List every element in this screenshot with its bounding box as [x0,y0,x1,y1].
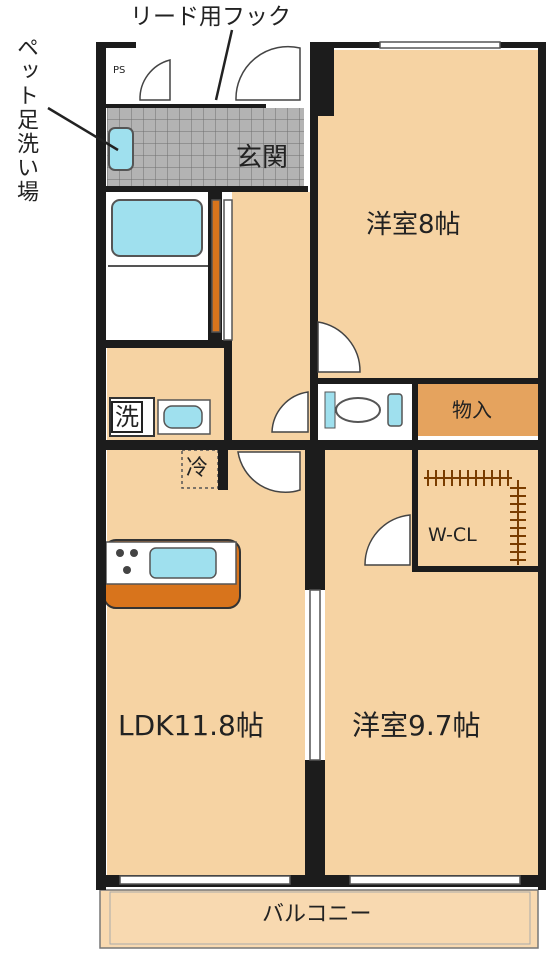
wall-ldk-right-lower [305,760,325,880]
wall-bedroom-thick [310,46,334,116]
pet-wash-pointer [47,106,119,152]
wall-closet-left [412,450,418,570]
wall-mid [96,440,546,450]
outer-wall-top [96,42,136,48]
entrance-floor [107,108,304,186]
bedroom-8-floor [318,50,538,380]
pet-foot-wash-label: ペット足洗い場 [13,36,38,204]
stove-burner [130,549,138,557]
leash-hook-pointer [214,29,234,101]
sliding-door-ldk [309,589,321,761]
sliding-door-hall [223,199,233,341]
ldk-floor [107,450,305,875]
window-bedroom [349,875,521,885]
entrance-door [235,45,301,101]
refrigerator-space [181,449,219,489]
stove-burner [116,549,124,557]
stove-burner [123,566,131,574]
storage-floor [418,384,538,436]
ps-label: PS [113,65,126,76]
balcony-inner-line [109,891,531,945]
western-room-1-label: 洋室8帖 [366,210,461,240]
bedroom-door [317,321,361,373]
wall-fridge [218,450,228,490]
toilet-bowl [335,397,381,423]
window-ldk [119,875,291,885]
vanity-basin [163,405,203,429]
ldk-label: LDK11.8帖 [118,709,264,742]
closet-label: W-CL [428,524,477,546]
kitchen-sink [149,547,217,579]
outer-wall-right [538,42,546,890]
wall-ldk-right [305,450,325,590]
washroom-label: 洗 [111,401,143,433]
closet-door [364,514,411,566]
balcony-floor [99,889,539,949]
storage-label: 物入 [452,398,492,422]
window-top [379,41,501,49]
leash-hook-label: リード用フック [130,4,291,30]
toilet-door [271,391,309,433]
toilet-tank [387,393,403,427]
western-room-2-label: 洋室9.7帖 [352,709,481,742]
pet-foot-wash-basin [108,127,134,171]
ldk-door [237,451,301,494]
ps-floor [107,48,137,103]
wall-bedroom-left [310,42,318,442]
balcony-label: バルコニー [262,902,372,927]
wall-toilet-top [310,378,538,384]
outer-wall-left [96,42,106,890]
wall-bath-bottom [96,340,226,348]
doors [139,45,411,566]
windows [119,41,521,885]
toilet-sink [324,391,336,429]
wall-entrance-bottom [96,186,308,192]
wall-entrance-top [96,104,266,108]
sliding-door-bath [211,199,221,333]
refrigerator-label: 冷 [186,456,209,481]
entrance-label: 玄関 [236,143,289,173]
wall-toilet-right [412,378,418,450]
wall-wash-right [224,340,232,440]
bathtub [111,199,203,257]
closet-hangers [427,470,526,561]
wall-closet-bottom [412,566,538,572]
ps-door [139,59,171,101]
